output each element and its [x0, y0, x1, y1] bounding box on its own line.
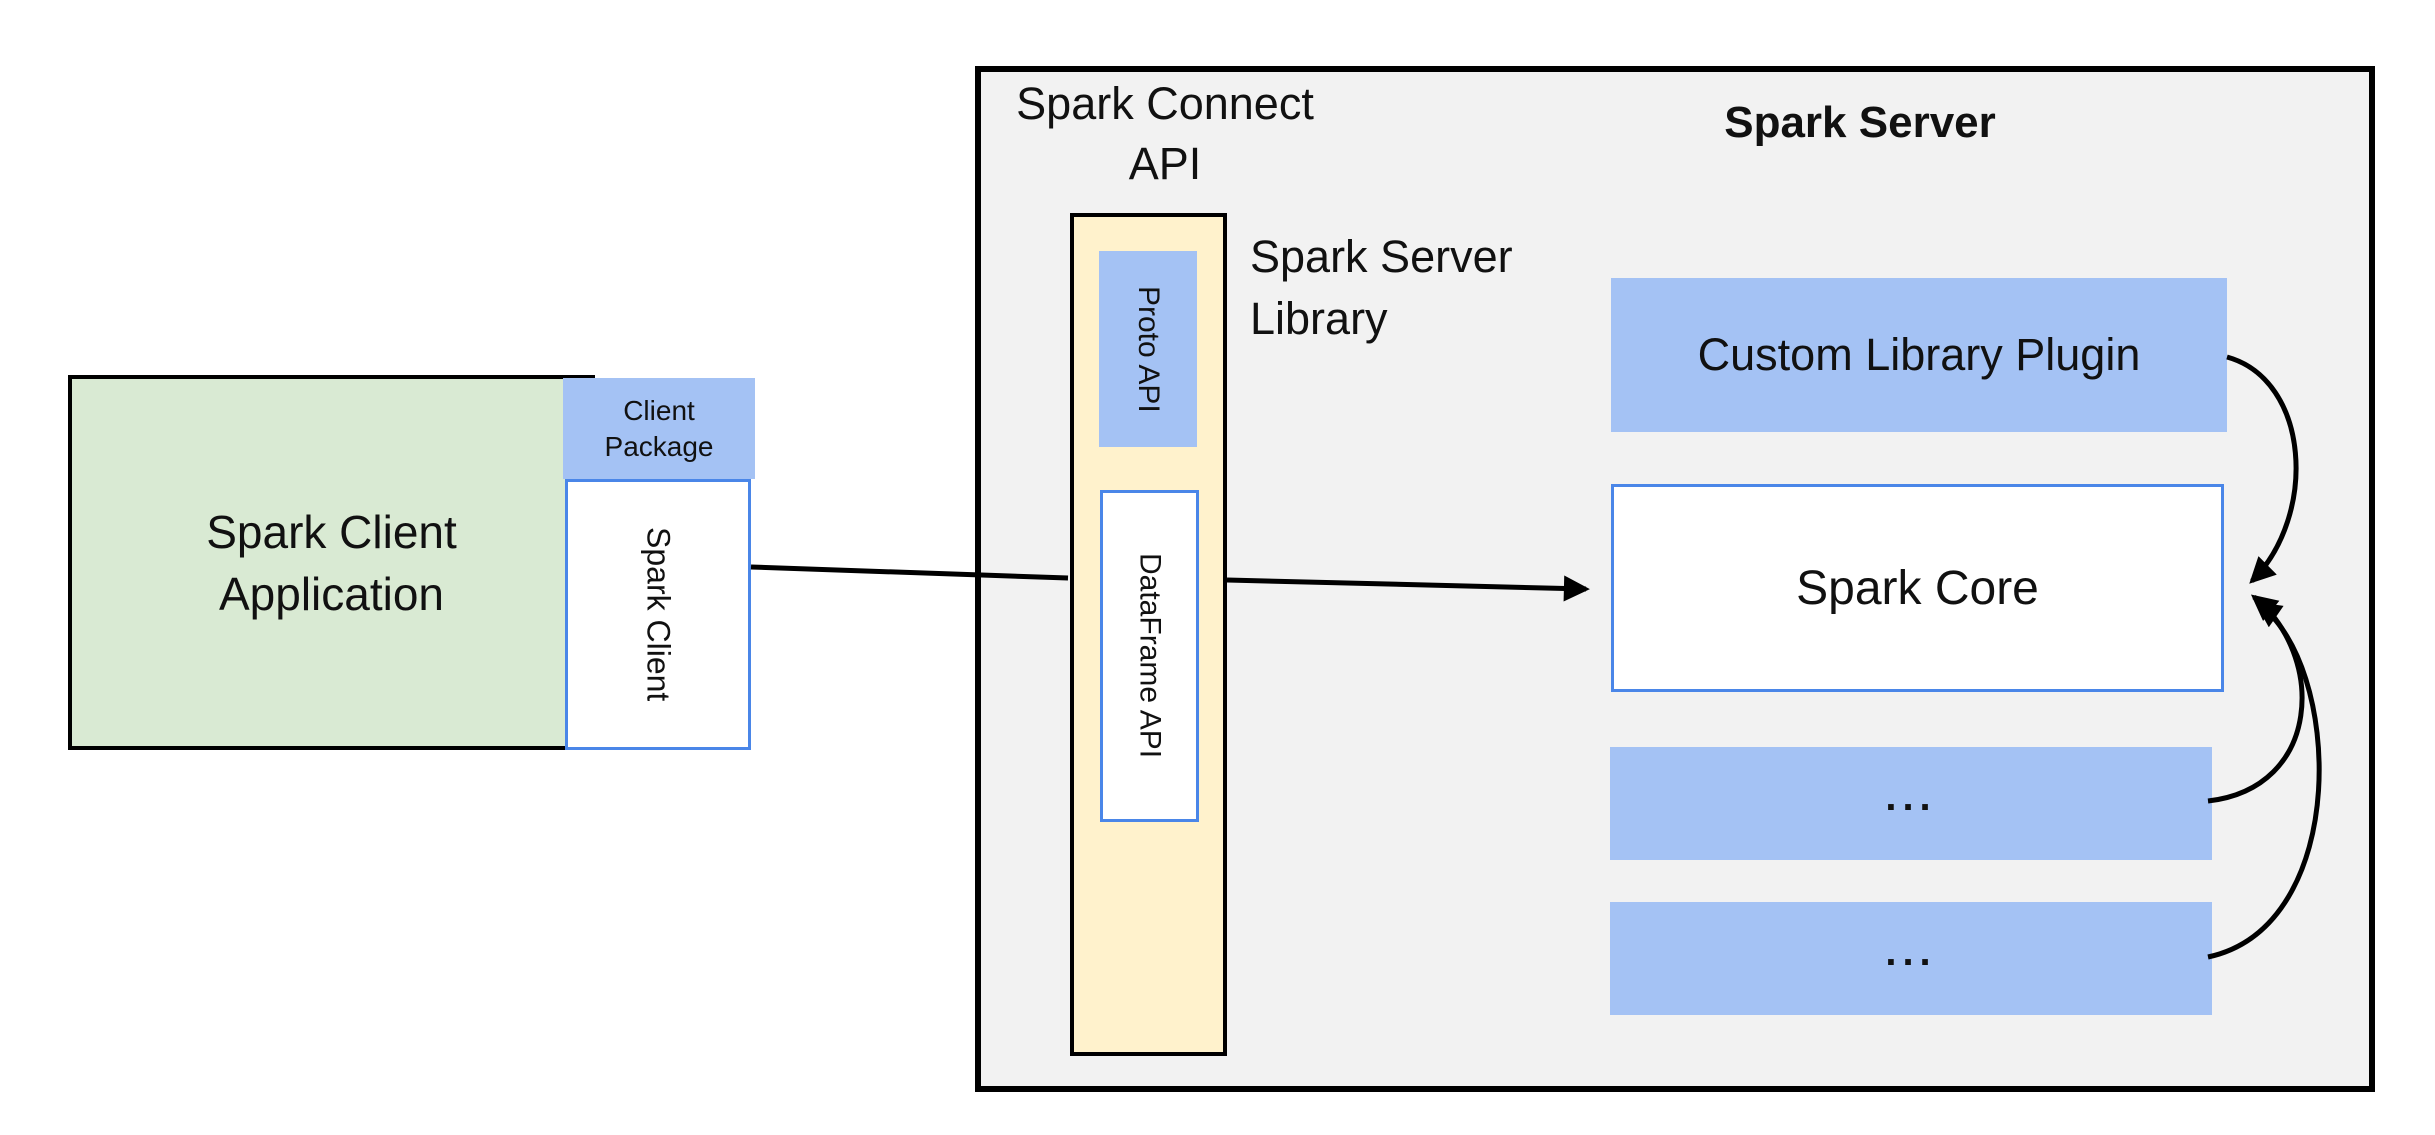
- dataframe-api-label: DataFrame API: [1133, 553, 1167, 759]
- spark-connect-api-title-line1: Spark Connect: [1016, 78, 1314, 129]
- client-package-label-line1: Client: [623, 394, 695, 426]
- spark-client-box: Spark Client: [565, 479, 751, 750]
- client-package-label-line2: Package: [604, 430, 714, 462]
- client-package-box: Client Package: [563, 378, 755, 479]
- server-module-box-2: ...: [1610, 902, 2212, 1015]
- proto-api-label: Proto API: [1132, 285, 1165, 413]
- spark-connect-api-title-line2: API: [1128, 138, 1202, 189]
- spark-server-title: Spark Server: [1724, 98, 1996, 147]
- spark-server-library-label: Spark Server Library: [1250, 226, 1513, 350]
- spark-client-application-label-line2: Application: [218, 567, 445, 620]
- proto-api-box: Proto API: [1099, 251, 1197, 447]
- custom-library-plugin-label: Custom Library Plugin: [1697, 329, 2141, 380]
- spark-client-application-label: Spark Client Application: [206, 501, 457, 625]
- custom-library-plugin-box: Custom Library Plugin: [1611, 278, 2227, 432]
- spark-core-label: Spark Core: [1796, 561, 2039, 615]
- spark-client-application-label-line1: Spark Client: [206, 505, 457, 558]
- client-package-label: Client Package: [605, 393, 714, 465]
- spark-server-library-label-line1: Spark Server: [1250, 231, 1513, 282]
- spark-client-application-box: Spark Client Application: [68, 375, 595, 750]
- spark-connect-api-title: Spark Connect API: [1000, 74, 1330, 194]
- spark-server-library-label-line2: Library: [1250, 293, 1388, 344]
- dataframe-api-box: DataFrame API: [1100, 490, 1199, 822]
- spark-core-box: Spark Core: [1611, 484, 2224, 692]
- server-module-box-1: ...: [1610, 747, 2212, 860]
- spark-client-label: Spark Client: [640, 527, 677, 702]
- server-module-1-ellipsis: ...: [1885, 774, 1937, 819]
- server-module-2-ellipsis: ...: [1885, 929, 1937, 974]
